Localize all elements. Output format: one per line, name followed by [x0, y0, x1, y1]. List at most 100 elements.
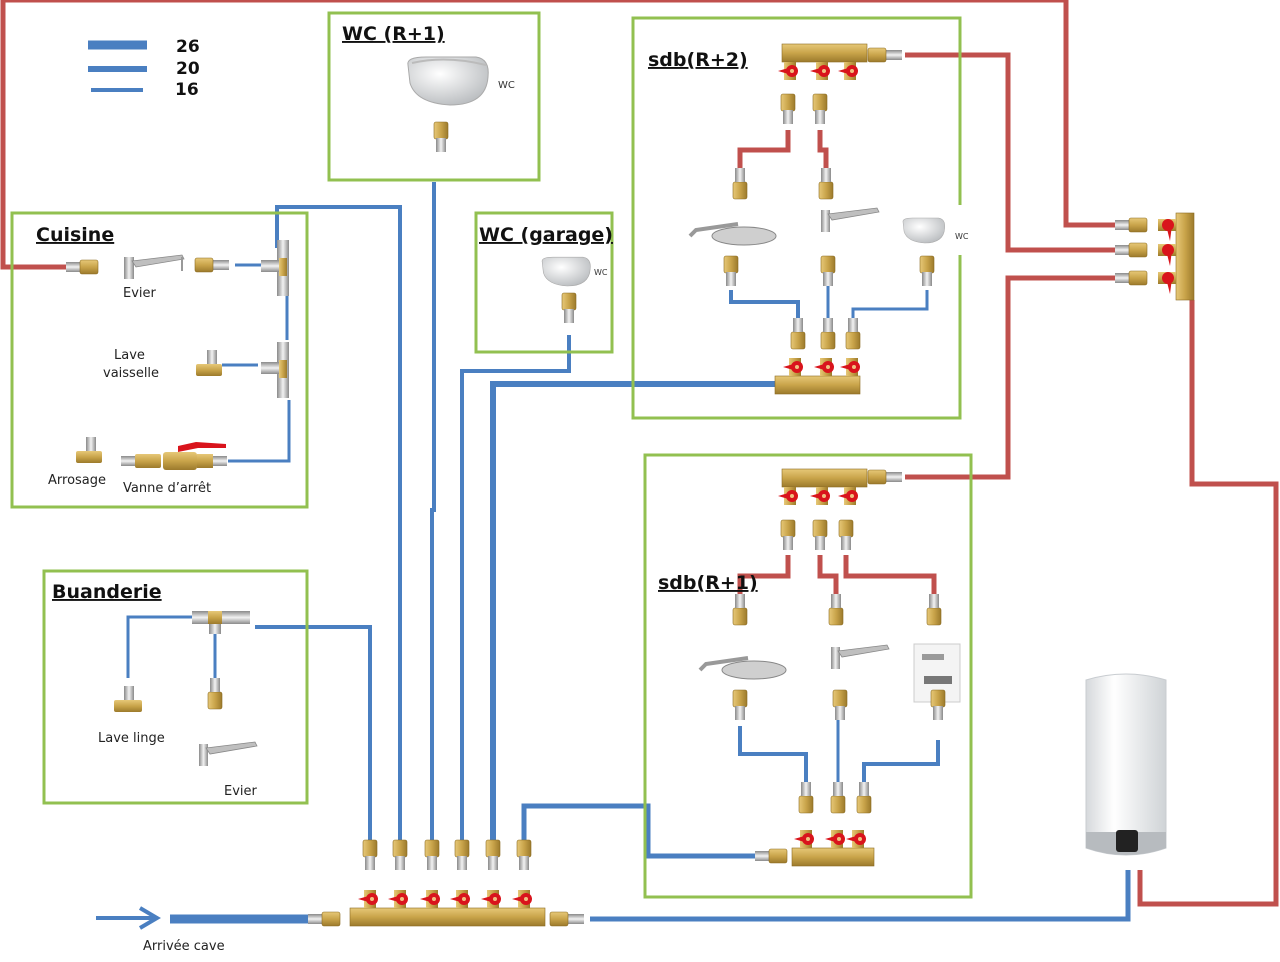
- cold-pipe-cuisine-vanne: [228, 400, 291, 463]
- label-lave-vaisselle-1: Lave: [114, 348, 145, 363]
- valve-handle-icon[interactable]: [810, 490, 830, 502]
- heater-feed-fitting-icon: [549, 911, 584, 927]
- manifolds-layer: [349, 43, 1195, 927]
- toilet-icon: [407, 56, 489, 106]
- room-title-wc-r1: WC (R+1): [342, 23, 445, 45]
- valve-handle-icon[interactable]: [825, 833, 845, 845]
- label-wc-garage: WC: [594, 268, 608, 277]
- compression-fitting-icon: [930, 689, 946, 720]
- valve-handle-icon[interactable]: [814, 361, 834, 373]
- hot-water-pipes: [0, 0, 1279, 907]
- valve-handle-icon[interactable]: [838, 65, 858, 77]
- toilet-icon: [541, 256, 591, 287]
- valve-handle-icon[interactable]: [778, 490, 798, 502]
- compression-fitting-icon: [798, 782, 814, 814]
- room-cuisine[interactable]: [10, 211, 309, 509]
- faucet-icon: [124, 254, 185, 279]
- manifold-outlet-fitting-icon: [362, 839, 378, 870]
- compression-fitting-icon: [926, 594, 942, 626]
- cold-pipe-wc-r1: [430, 182, 436, 840]
- main-distribution-manifold: [349, 890, 546, 927]
- valve-handle-icon[interactable]: [846, 833, 866, 845]
- room-wc-r1[interactable]: [327, 11, 541, 182]
- valve-handle-icon[interactable]: [512, 893, 532, 905]
- compression-fitting-icon: [832, 689, 848, 720]
- room-title-cuisine: Cuisine: [36, 224, 114, 246]
- cold-pipe-buanderie: [255, 625, 372, 840]
- room-title-sdb-r2: sdb(R+2): [648, 49, 748, 71]
- compression-fitting-icon: [790, 318, 806, 350]
- label-cuisine-evier: Evier: [123, 286, 157, 301]
- hot-water-manifold: [1158, 212, 1195, 301]
- wc-garage-fitting-icon: [561, 292, 577, 323]
- valve-handle-icon[interactable]: [838, 490, 858, 502]
- valve-handle-icon[interactable]: [783, 361, 803, 373]
- room-title-wc-garage: WC (garage): [479, 224, 613, 246]
- hot-manifold-outlet-fitting-icon: [1115, 270, 1148, 286]
- cuisine-hot-fitting-icon: [66, 259, 99, 275]
- compression-fitting-icon: [780, 93, 796, 124]
- compression-fitting-icon: [838, 519, 854, 550]
- manifold-outlet-fitting-icon: [485, 839, 501, 870]
- legend-label-26: 26: [176, 37, 200, 57]
- manifold-outlet-fitting-icon: [392, 839, 408, 870]
- cold-pipe-heater-in: [590, 870, 1131, 922]
- hot-pipe-top-link: [1063, 0, 1115, 228]
- compression-fitting-icon: [812, 519, 828, 550]
- toilet-icon: [902, 217, 946, 244]
- valve-handle-icon[interactable]: [840, 361, 860, 373]
- inlet-arrow-head: [138, 906, 161, 930]
- cuisine-evier-fitting-icon: [194, 257, 229, 273]
- compression-fitting-icon: [856, 782, 872, 814]
- compression-fitting-icon: [812, 93, 828, 124]
- wall-tap-icon: [76, 437, 102, 463]
- room-sdb-r1[interactable]: [643, 453, 973, 899]
- tee-fitting-icon: [192, 611, 250, 634]
- compression-fitting-icon: [732, 689, 748, 720]
- faucet-icon: [831, 644, 890, 669]
- hot-pipe-sdb-r2-shower: [737, 130, 791, 168]
- buanderie-evier-fitting-icon: [207, 678, 223, 710]
- shutoff-valve-icon[interactable]: [121, 442, 227, 470]
- hot-manifold-outlet-fitting-icon: [1115, 242, 1148, 258]
- manifold-outlet-fitting-icon: [516, 839, 532, 870]
- valve-handle-icon[interactable]: [450, 893, 470, 905]
- label-arrosage: Arrosage: [48, 473, 106, 488]
- faucet-icon: [199, 741, 258, 766]
- wc-r1-fitting-icon: [433, 121, 449, 152]
- cold-pipe-sdb-r1: [521, 803, 755, 859]
- cold-pipe-wc-garage: [460, 335, 571, 840]
- valve-handle-icon[interactable]: [420, 893, 440, 905]
- cold-pipe-sdb-r1-mixer: [862, 740, 940, 782]
- valve-handle-icon[interactable]: [794, 833, 814, 845]
- label-buanderie-evier: Evier: [224, 784, 258, 799]
- cold-pipe-sdb-r1-shower: [738, 726, 808, 782]
- sdb-r2-cold-manifold: [774, 358, 861, 395]
- room-title-buanderie: Buanderie: [52, 581, 162, 603]
- valve-handle-icon[interactable]: [1162, 219, 1174, 241]
- fittings-layer: [66, 47, 1148, 927]
- label-vanne-arret: Vanne d’arrêt: [123, 481, 211, 496]
- manifold-outlet-fitting-icon: [424, 839, 440, 870]
- room-buanderie[interactable]: [42, 569, 309, 805]
- label-wc-r1: WC: [498, 80, 515, 91]
- pipe-diameter-legend: 26 20 16: [88, 37, 200, 100]
- valve-handle-icon[interactable]: [481, 893, 501, 905]
- valve-handle-icon[interactable]: [810, 65, 830, 77]
- label-wc-sdb-r2: WC: [955, 232, 969, 241]
- sdb-r1-hot-manifold: [778, 468, 868, 505]
- compression-fitting-icon: [830, 782, 846, 814]
- compression-fitting-icon: [919, 255, 935, 286]
- valve-handle-icon[interactable]: [778, 65, 798, 77]
- valve-handle-icon[interactable]: [1162, 244, 1174, 266]
- faucet-icon: [821, 207, 880, 232]
- valve-handle-icon[interactable]: [1162, 272, 1174, 294]
- valve-handle-icon[interactable]: [358, 893, 378, 905]
- valve-handle-icon[interactable]: [388, 893, 408, 905]
- room-wc-garage[interactable]: [474, 211, 614, 354]
- compression-fitting-icon: [820, 255, 836, 286]
- tee-fitting-icon: [261, 342, 289, 398]
- hot-pipe-sdb-r1-sink: [817, 555, 839, 594]
- compression-fitting-icon: [845, 318, 861, 350]
- wall-tap-icon: [114, 686, 142, 712]
